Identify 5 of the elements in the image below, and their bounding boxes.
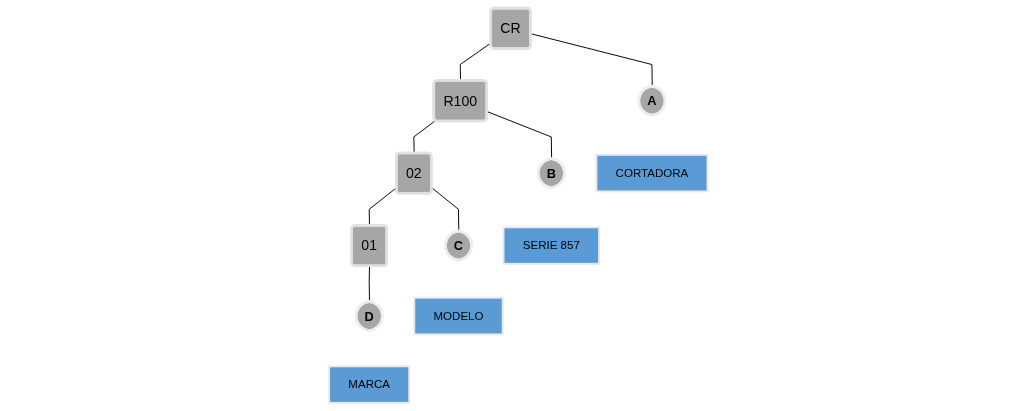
- node-box: SERIE 857: [502, 226, 600, 265]
- connector: [430, 187, 459, 232]
- node-box: MARCA: [327, 365, 410, 404]
- node-box: MODELO: [413, 296, 504, 336]
- node-box: CORTADORA: [595, 153, 709, 193]
